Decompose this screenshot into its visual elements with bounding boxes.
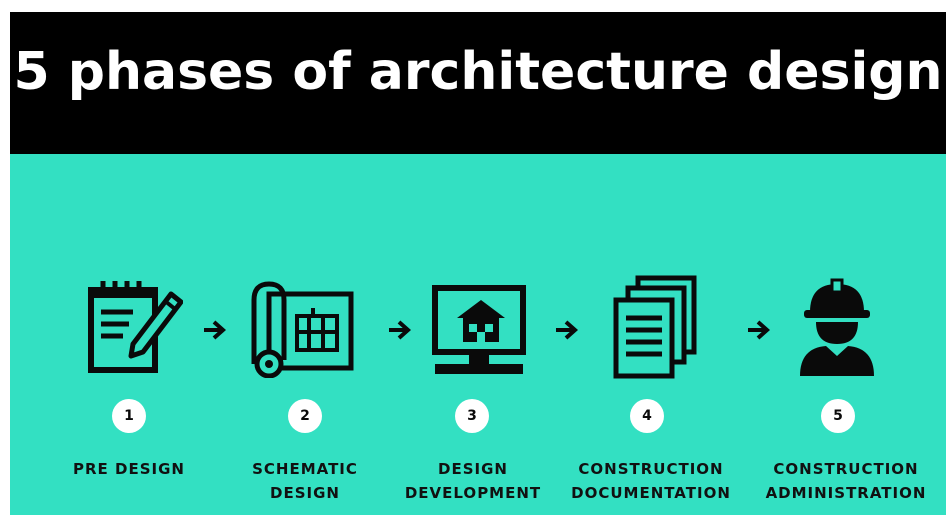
phases-panel: 1 2 3 4 5 PRE DESIGN SCHEMATIC DESIGN DE… (10, 154, 946, 515)
arrow-right-icon (748, 320, 771, 340)
phase-label-line: DESIGN (270, 484, 340, 502)
notepad-pencil-icon (88, 281, 183, 373)
phase-label-line: PRE DESIGN (73, 460, 185, 478)
phase-label-line: ADMINISTRATION (765, 484, 927, 502)
step-badge-2: 2 (288, 399, 322, 433)
phase-label-line: DEVELOPMENT (404, 484, 542, 502)
arrow-right-icon (556, 320, 579, 340)
step-badge-1: 1 (112, 399, 146, 433)
arrow-right-icon (204, 320, 227, 340)
step-badge-4: 4 (630, 399, 664, 433)
header-bar: 5 phases of architecture design (10, 12, 946, 154)
phase-label-line: CONSTRUCTION (773, 460, 919, 478)
phase-label-line: DOCUMENTATION (571, 484, 731, 502)
phase-label-line: CONSTRUCTION (578, 460, 724, 478)
phase-label-2: SCHEMATIC DESIGN (210, 457, 400, 505)
phase-label-4: CONSTRUCTION DOCUMENTATION (556, 457, 746, 505)
page-title: 5 phases of architecture design (13, 42, 943, 102)
infographic: 5 phases of architecture design (10, 12, 946, 515)
phase-label-line: DESIGN (438, 460, 508, 478)
phase-label-line: SCHEMATIC (252, 460, 358, 478)
arrow-right-icon (389, 320, 412, 340)
monitor-house-icon (432, 285, 526, 374)
step-badge-5: 5 (821, 399, 855, 433)
blueprint-roll-icon (251, 281, 354, 378)
step-badge-3: 3 (455, 399, 489, 433)
phase-label-3: DESIGN DEVELOPMENT (378, 457, 568, 505)
documents-stack-icon (613, 275, 697, 379)
phase-label-5: CONSTRUCTION ADMINISTRATION (751, 457, 941, 505)
construction-worker-icon (800, 278, 874, 376)
phase-label-1: PRE DESIGN (34, 457, 224, 481)
